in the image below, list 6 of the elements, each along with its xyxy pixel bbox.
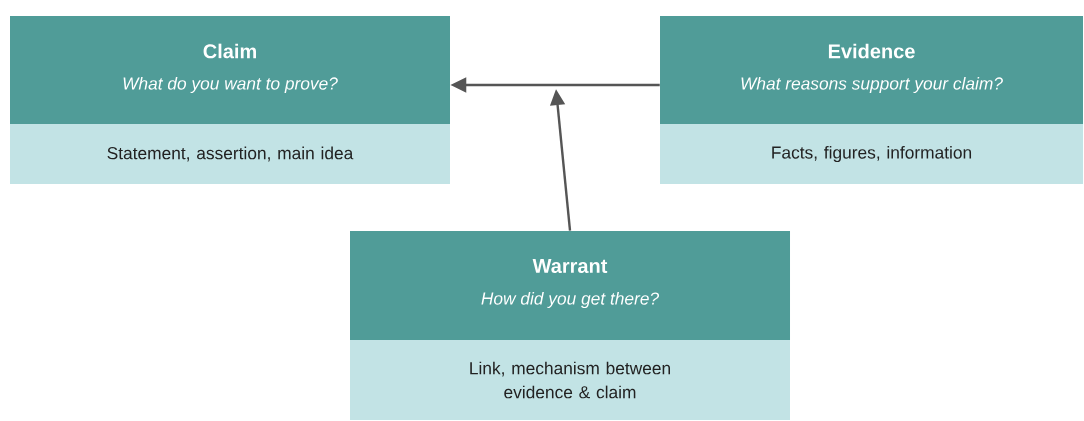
card-body: Facts, figures, information — [660, 124, 1083, 184]
card-body: Statement, assertion, main idea — [10, 124, 450, 184]
card-header: Evidence What reasons support your claim? — [660, 16, 1083, 124]
card-body: Link, mechanism between evidence & claim — [350, 340, 790, 420]
card-header: Claim What do you want to prove? — [10, 16, 450, 124]
card-header: Warrant How did you get there? — [350, 231, 790, 340]
